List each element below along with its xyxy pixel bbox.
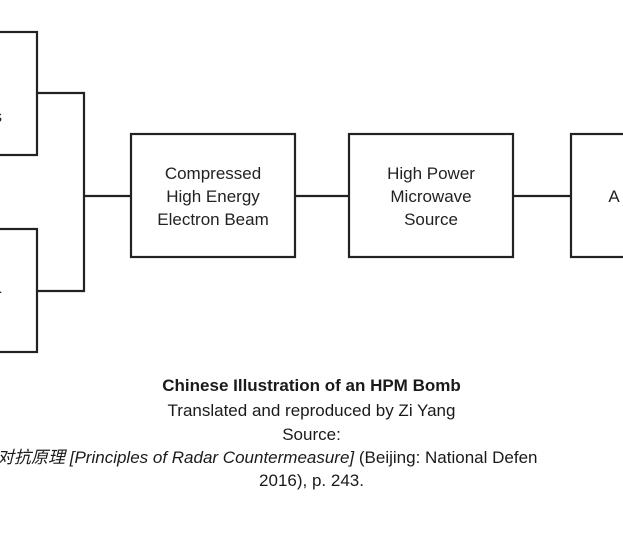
citation-publisher: (Beijing: National Defen bbox=[358, 448, 538, 467]
hpm-source-box bbox=[347, 132, 515, 259]
caption-citation: 达对抗原理 [Principles of Radar Countermeasur… bbox=[0, 448, 538, 468]
caption-year-page: 2016), p. 243. bbox=[259, 471, 364, 490]
hpm-source-label-line-1: High Power bbox=[387, 164, 475, 183]
compressed-beam-label-line-3: Electron Beam bbox=[157, 210, 269, 229]
hpm-source-label-line-3: Source bbox=[404, 210, 458, 229]
left-bottom-box bbox=[0, 227, 39, 354]
right-partial-box bbox=[569, 132, 623, 259]
caption-subtitle: Translated and reproduced by Zi Yang bbox=[167, 401, 456, 420]
hpm-bomb-diagram: s - Compressed High Energy Electron Beam… bbox=[0, 30, 623, 354]
citation-english-title: [Principles of Radar Countermeasure] bbox=[69, 448, 355, 467]
caption-source-label: Source: bbox=[282, 425, 341, 444]
left-top-box bbox=[0, 30, 39, 157]
right-partial-label: A bbox=[608, 187, 620, 206]
citation-chinese-title: 达对抗原理 bbox=[0, 448, 65, 467]
left-bracket-connector bbox=[37, 91, 86, 293]
caption-title: Chinese Illustration of an HPM Bomb bbox=[162, 376, 461, 395]
hpm-source-label-line-2: Microwave bbox=[390, 187, 471, 206]
compressed-beam-label-line-1: Compressed bbox=[165, 164, 261, 183]
compressed-beam-label-line-2: High Energy bbox=[166, 187, 260, 206]
left-top-label: s bbox=[0, 107, 2, 126]
left-bottom-label: - bbox=[0, 282, 2, 301]
compressed-beam-box bbox=[129, 132, 297, 259]
